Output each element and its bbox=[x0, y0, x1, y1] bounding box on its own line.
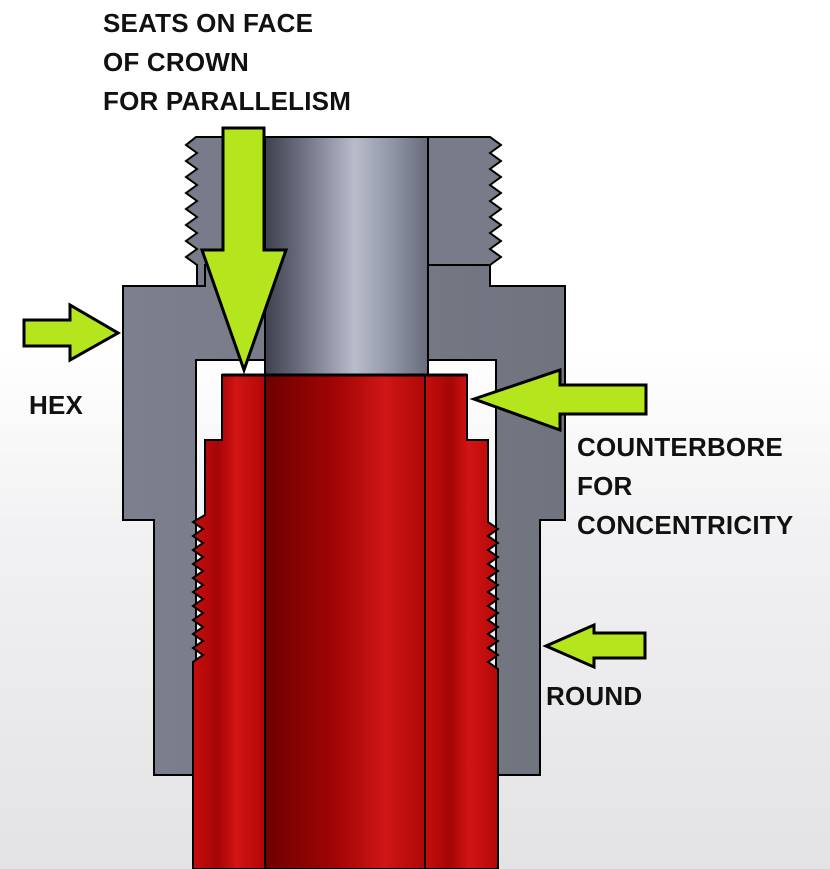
callout-arrows bbox=[22, 126, 648, 670]
seats-arrow bbox=[199, 126, 289, 375]
counterbore-label-line-2: FOR bbox=[577, 471, 633, 501]
counterbore-label-line-3: CONCENTRICITY bbox=[577, 510, 794, 540]
barrel-left-wall bbox=[191, 374, 266, 869]
counterbore-arrow bbox=[469, 367, 648, 433]
hex-label: HEX bbox=[29, 390, 84, 420]
seats-label: SEATS ON FACE OF CROWN FOR PARALLELISM bbox=[103, 4, 351, 121]
round-arrow bbox=[542, 622, 647, 670]
round-label: ROUND bbox=[546, 681, 643, 711]
counterbore-label-line-1: COUNTERBORE bbox=[577, 432, 783, 462]
counterbore-label: COUNTERBORE FOR CONCENTRICITY bbox=[577, 428, 793, 545]
barrel-bore bbox=[264, 374, 426, 869]
seats-label-line-2: OF CROWN bbox=[103, 47, 250, 77]
die-bore bbox=[264, 136, 429, 376]
seats-label-line-3: FOR PARALLELISM bbox=[103, 86, 352, 116]
die-body bbox=[122, 136, 566, 776]
die-neck-right-wall bbox=[427, 136, 503, 289]
barrel bbox=[191, 373, 500, 869]
barrel-right-wall bbox=[424, 374, 500, 869]
hex-arrow bbox=[22, 302, 122, 363]
seats-label-line-1: SEATS ON FACE bbox=[103, 8, 314, 38]
